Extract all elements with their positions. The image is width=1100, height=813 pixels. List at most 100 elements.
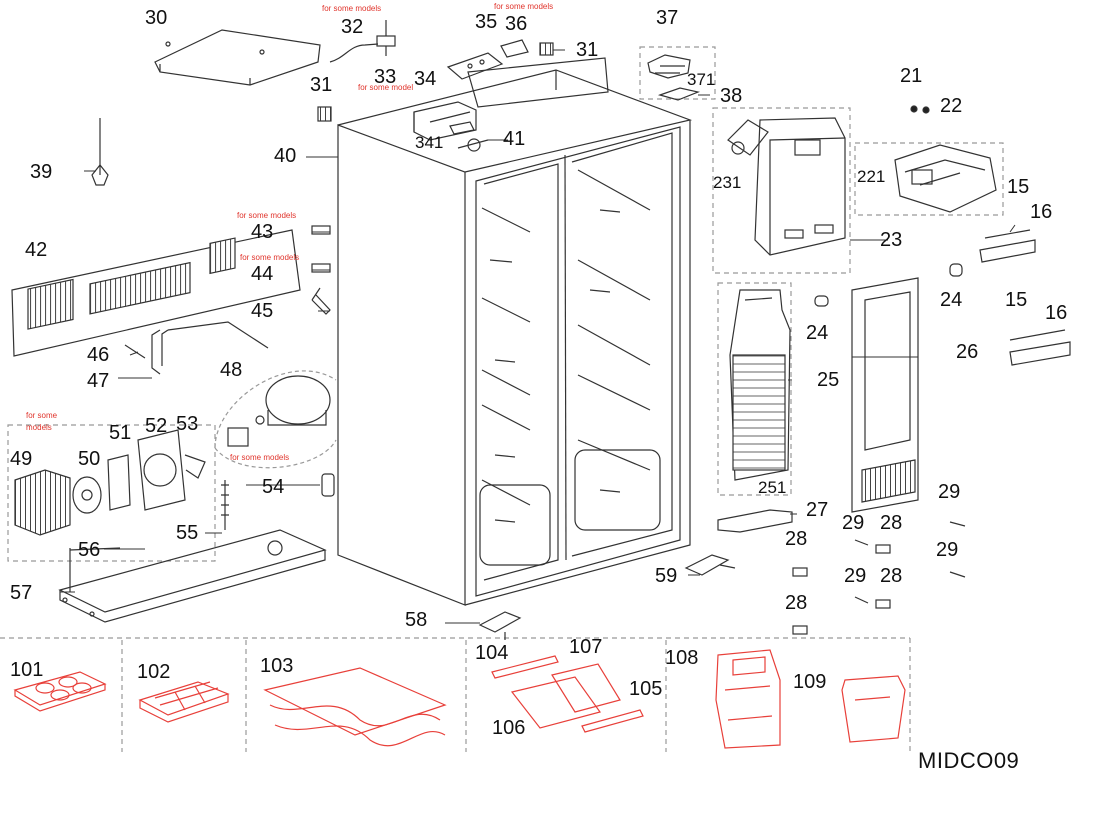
part-25-evaporator — [729, 289, 791, 481]
label-42: 42 — [25, 239, 48, 261]
label-43: 43 — [251, 221, 274, 243]
part-45-hook — [311, 287, 331, 315]
group-boxes — [0, 46, 1004, 752]
part-32-33-cable — [329, 20, 396, 63]
part-15-16-light-a — [979, 229, 1036, 263]
label-251: 251 — [758, 478, 787, 497]
label-38: 38 — [720, 85, 743, 107]
part-106-shelf — [510, 676, 601, 729]
label-52: 52 — [145, 415, 168, 437]
label-32: 32 — [341, 16, 364, 38]
label-29-c: 29 — [936, 539, 959, 561]
leader-lines — [60, 49, 1016, 624]
label-102: 102 — [137, 661, 171, 683]
part-55-spring — [221, 480, 229, 530]
label-34: 34 — [414, 68, 437, 90]
label-341: 341 — [415, 133, 444, 152]
label-44: 44 — [251, 263, 274, 285]
part-43-switch — [311, 225, 331, 235]
label-21: 21 — [900, 65, 923, 87]
label-47: 47 — [87, 370, 110, 392]
label-15-top: 15 — [1007, 176, 1030, 198]
label-231: 231 — [713, 173, 742, 192]
note-some-models-36: for some models — [494, 2, 554, 11]
label-29-a: 29 — [938, 481, 961, 503]
label-51: 51 — [109, 422, 132, 444]
note-some-models-48: for some models — [230, 453, 290, 462]
label-57: 57 — [10, 582, 33, 604]
label-39: 39 — [30, 161, 53, 183]
label-103: 103 — [260, 655, 294, 677]
label-40: 40 — [274, 145, 297, 167]
part-40-cabinet — [337, 57, 693, 606]
label-35: 35 — [475, 11, 498, 33]
label-37: 37 — [656, 7, 679, 29]
part-35-36-plates — [446, 39, 529, 80]
label-15-bottom: 15 — [1005, 289, 1028, 311]
label-54: 54 — [262, 476, 285, 498]
note-for-some: for some — [26, 411, 58, 420]
part-44-switch — [311, 263, 331, 273]
part-107-shelf — [551, 663, 621, 713]
label-59: 59 — [655, 565, 678, 587]
part-104-rail — [491, 655, 559, 679]
label-101: 101 — [10, 659, 44, 681]
label-104: 104 — [475, 642, 509, 664]
label-221: 221 — [857, 167, 886, 186]
part-24-clip-a — [949, 263, 963, 277]
label-58: 58 — [405, 609, 428, 631]
part-27-tray — [717, 509, 793, 533]
label-49: 49 — [10, 448, 33, 470]
label-45: 45 — [251, 300, 274, 322]
note-some-models-43: for some models — [237, 211, 297, 220]
part-46-47-pipes — [124, 321, 269, 375]
part-102-ice-tray — [138, 681, 230, 723]
label-30: 30 — [145, 7, 168, 29]
label-46: 46 — [87, 344, 110, 366]
note-models: models — [26, 423, 52, 432]
label-106: 106 — [492, 717, 526, 739]
label-41: 41 — [503, 128, 526, 150]
part-30-top-cover — [154, 29, 321, 86]
label-28-b: 28 — [785, 528, 808, 550]
part-49-53-fan — [14, 429, 206, 536]
label-25: 25 — [817, 369, 840, 391]
part-21-22-housing — [894, 105, 997, 213]
label-53: 53 — [176, 413, 199, 435]
part-109-bin — [841, 675, 906, 743]
label-31-left: 31 — [310, 74, 333, 96]
label-371: 371 — [687, 70, 716, 89]
part-108-ice-box — [715, 649, 781, 749]
note-some-models-32: for some models — [322, 4, 382, 13]
label-22: 22 — [940, 95, 963, 117]
part-48-compressor — [214, 370, 337, 469]
part-24-clip-b — [814, 295, 829, 307]
label-26: 26 — [956, 341, 979, 363]
label-29-d: 29 — [844, 565, 867, 587]
label-55: 55 — [176, 522, 199, 544]
label-56: 56 — [78, 539, 101, 561]
label-36: 36 — [505, 13, 528, 35]
part-101-egg-tray — [13, 671, 107, 712]
label-24-right: 24 — [940, 289, 963, 311]
part-31-clip-a — [539, 42, 554, 56]
label-24-left: 24 — [806, 322, 829, 344]
label-48: 48 — [220, 359, 243, 381]
part-54-capacitor — [321, 473, 335, 497]
label-50: 50 — [78, 448, 101, 470]
part-15-16-light-b — [1009, 329, 1071, 366]
label-29-b: 29 — [842, 512, 865, 534]
part-37-38-hinge — [647, 54, 701, 101]
part-39-probe — [91, 118, 109, 186]
part-59-bracket — [684, 554, 736, 576]
part-105-rail — [581, 709, 644, 733]
accessories — [13, 649, 906, 749]
label-28-d: 28 — [785, 592, 808, 614]
label-105: 105 — [629, 678, 663, 700]
part-58-bracket — [478, 611, 522, 640]
label-31-top: 31 — [576, 39, 599, 61]
part-34-41-module — [413, 101, 489, 152]
part-23-evaporator-cover — [727, 117, 846, 256]
